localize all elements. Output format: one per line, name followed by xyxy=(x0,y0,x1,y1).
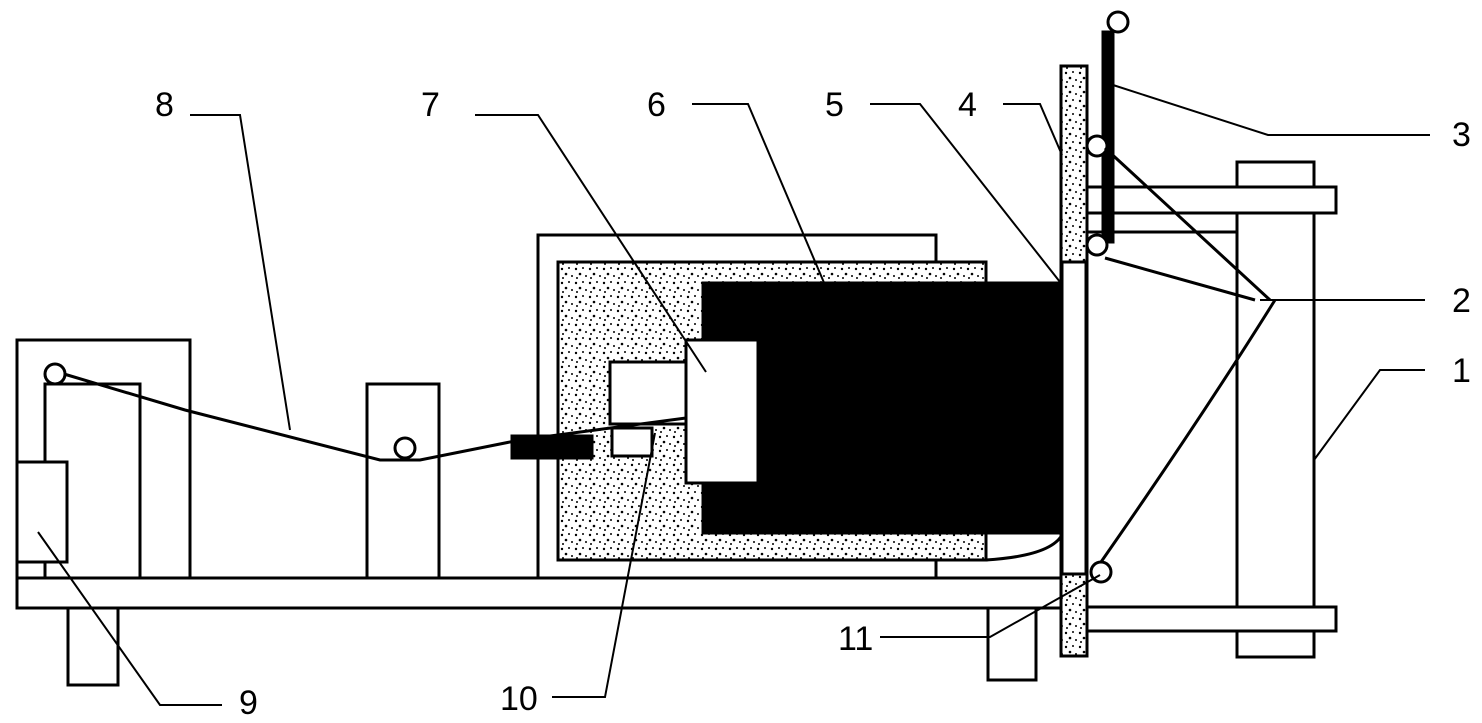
label-4: 4 xyxy=(958,86,977,124)
label-1: 1 xyxy=(1452,352,1471,390)
leader-9 xyxy=(37,531,222,706)
frame-1 xyxy=(1235,160,1316,659)
pulley-2a xyxy=(1085,134,1109,158)
part-10 xyxy=(610,426,654,458)
label-7: 7 xyxy=(421,86,440,124)
label-9: 9 xyxy=(239,684,258,722)
leg-left xyxy=(66,606,120,687)
leader-3 xyxy=(1112,84,1430,136)
label-6: 6 xyxy=(647,86,666,124)
cable-11 xyxy=(985,534,1064,562)
label-2: 2 xyxy=(1452,282,1471,320)
label-8: 8 xyxy=(155,86,174,124)
leader-4 xyxy=(1003,103,1063,156)
label-3: 3 xyxy=(1452,116,1471,154)
base-rail xyxy=(15,576,1069,610)
middle-support xyxy=(365,382,441,580)
wire-2-bottom xyxy=(1099,299,1277,563)
pulley-2b xyxy=(1085,233,1109,257)
small-block xyxy=(608,360,688,426)
leg-right xyxy=(986,606,1038,682)
holder-7 xyxy=(684,338,760,485)
leader-11 xyxy=(880,574,1101,638)
label-10: 10 xyxy=(500,680,538,718)
plate-5 xyxy=(1060,260,1088,576)
wire-clamp xyxy=(510,434,594,460)
leader-8 xyxy=(190,114,291,431)
leader-10 xyxy=(552,432,656,698)
leader-1 xyxy=(1313,369,1425,461)
leader-7 xyxy=(475,114,707,373)
pulley-middle xyxy=(393,436,417,460)
wire-2-top xyxy=(1103,146,1272,302)
pulley-left xyxy=(43,362,67,386)
leader-5 xyxy=(870,103,1061,283)
rod-bottom xyxy=(1084,605,1338,633)
box-9 xyxy=(15,460,69,564)
label-5: 5 xyxy=(825,86,844,124)
rod-3 xyxy=(1101,30,1115,244)
pulley-top xyxy=(1106,10,1130,34)
rod-top-1 xyxy=(1084,185,1338,215)
leader-6 xyxy=(692,103,826,286)
label-11: 11 xyxy=(838,620,873,658)
